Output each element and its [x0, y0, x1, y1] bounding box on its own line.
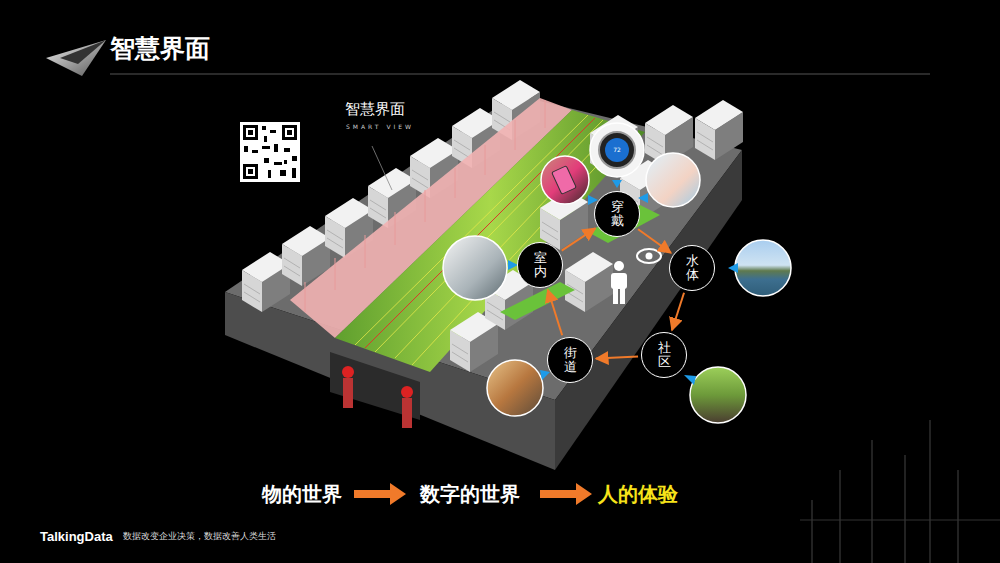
building [695, 100, 743, 160]
circle-label: 水体 [686, 254, 699, 283]
flow-step: 数字的世界 [420, 482, 520, 506]
callout-subtitle: SMART VIEW [346, 123, 414, 130]
deco-lines [800, 420, 1000, 563]
leader-line [372, 146, 392, 190]
brand-slogan: 数据改变企业决策，数据改善人类生活 [123, 531, 276, 542]
pipe [401, 386, 413, 398]
flow-step: 物的世界 [262, 482, 342, 506]
flow-connector [596, 356, 638, 358]
phone [552, 166, 577, 195]
pipe [342, 366, 354, 378]
logo [46, 40, 106, 76]
circle-label: 社区 [658, 341, 671, 370]
text-circle: 社区 [641, 332, 687, 378]
pipe [402, 398, 412, 428]
pipe [343, 378, 353, 408]
thermostat [605, 138, 629, 162]
flow-connector [672, 293, 684, 331]
thermostat-reading: 72 [613, 146, 621, 153]
flow-connector [548, 290, 562, 335]
brand-name: TalkingData [40, 529, 113, 545]
input-arrow [508, 180, 738, 385]
thermostat [599, 132, 635, 168]
green-street [335, 110, 645, 372]
eye-icon [637, 249, 661, 263]
slide-title: 智慧界面 [110, 34, 210, 64]
callout-title: 智慧界面 [345, 100, 405, 118]
flow-connector [562, 228, 596, 250]
flow-step: 人的体验 [598, 482, 678, 506]
flow-connector [638, 229, 671, 253]
text-circle: 水体 [669, 245, 715, 291]
photo [443, 123, 791, 423]
text-circle: 室内 [517, 242, 563, 288]
text-circle: 街道 [547, 337, 593, 383]
flow-arrow [354, 483, 406, 505]
person-icon [611, 261, 627, 304]
eye-icon [646, 253, 653, 260]
circle-label: 穿戴 [611, 200, 624, 229]
header-rule [110, 74, 930, 75]
text-circle: 穿戴 [594, 191, 640, 237]
building [565, 252, 613, 312]
logo [60, 40, 106, 64]
flow-arrow [540, 483, 592, 505]
qr-code [240, 122, 300, 182]
circle-label: 街道 [564, 346, 577, 375]
circle-label: 室内 [534, 251, 547, 280]
